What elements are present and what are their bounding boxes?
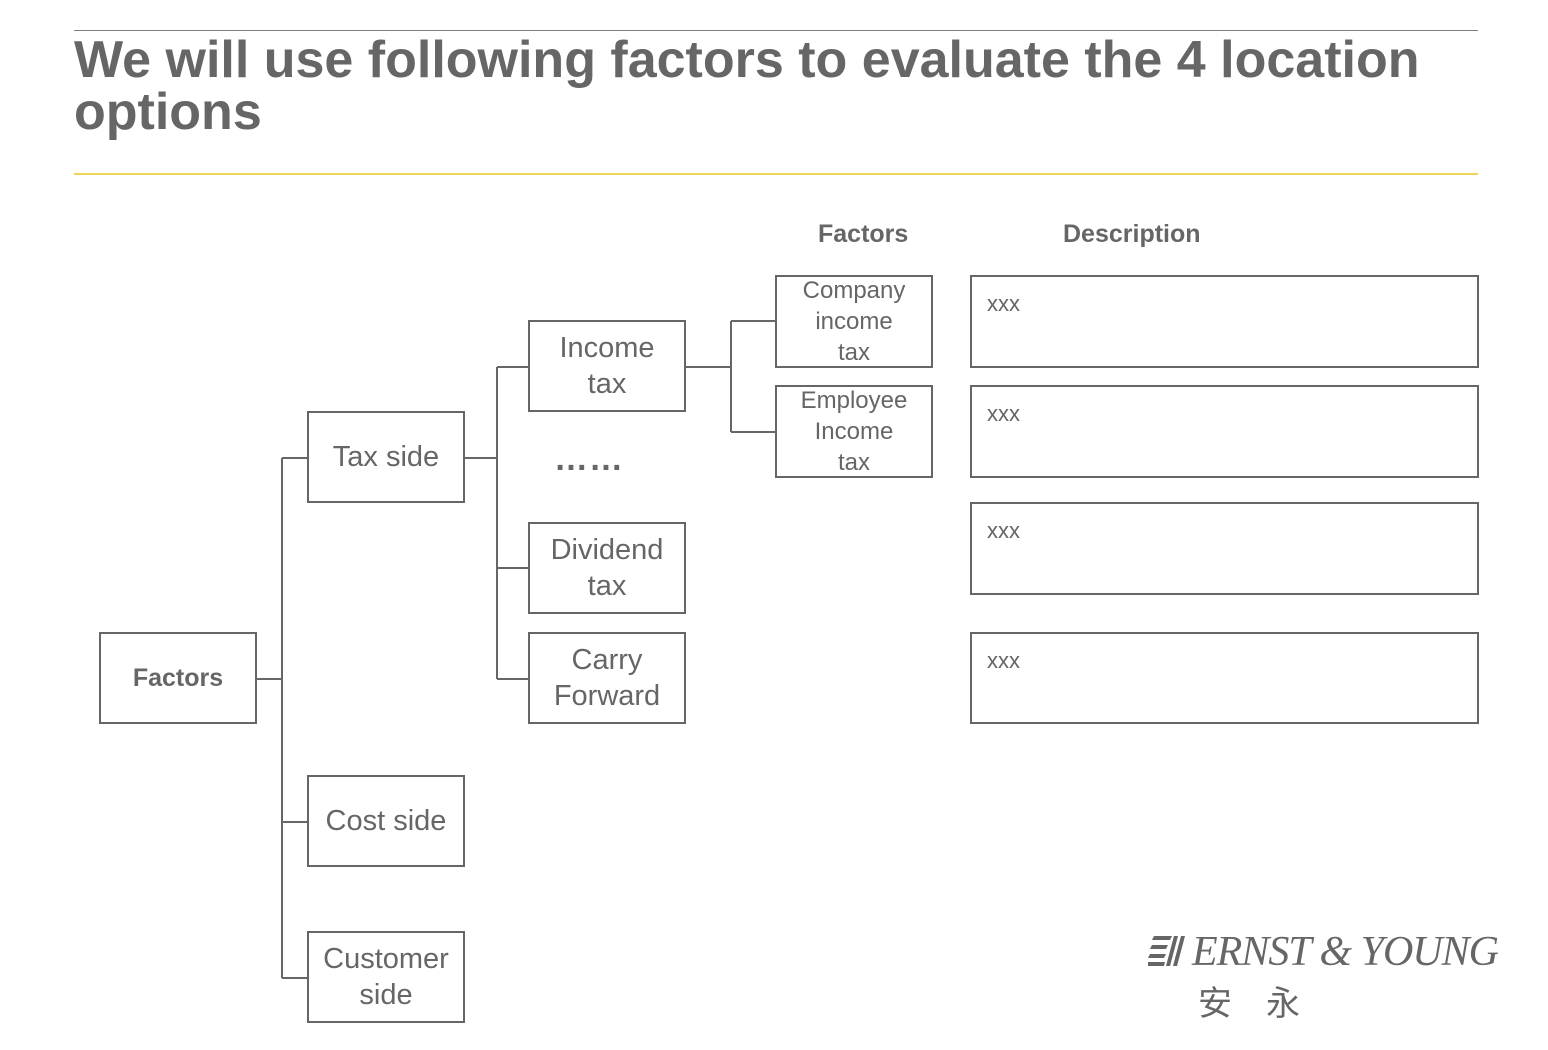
- node-company-income-tax-label: Company income tax: [802, 277, 906, 366]
- logo-chinese-wordmark: 安永: [1198, 984, 1334, 1024]
- node-carry-forward-label: Carry Forward: [553, 644, 661, 712]
- node-income-tax: Income tax: [528, 320, 686, 412]
- tree-root-label: Factors: [132, 663, 224, 692]
- description-box-4: xxx: [970, 632, 1479, 724]
- node-employee-income-tax: Employee Income tax: [775, 385, 933, 478]
- factors-column-header: Factors: [818, 220, 909, 248]
- node-dividend-tax-label: Dividend tax: [550, 534, 664, 602]
- description-column-header: Description: [1063, 220, 1201, 248]
- node-employee-income-tax-label: Employee Income tax: [800, 387, 908, 476]
- node-customer-side-label: Customer side: [323, 943, 449, 1011]
- logo-wordmark: ERNST & YOUNG: [1192, 929, 1499, 975]
- node-income-tax-label: Income tax: [559, 332, 655, 400]
- node-customer-side: Customer side: [307, 931, 465, 1023]
- node-company-income-tax: Company income tax: [775, 275, 933, 368]
- more-items-ellipsis: ……: [554, 440, 624, 478]
- ernst-young-logo: ERNST & YOUNG 安永: [1148, 928, 1499, 1024]
- node-dividend-tax: Dividend tax: [528, 522, 686, 614]
- node-tax-side: Tax side: [307, 411, 465, 503]
- description-box-1: xxx: [970, 275, 1479, 368]
- top-rule: [74, 30, 1478, 31]
- slide-title: We will use following factors to evaluat…: [74, 31, 1420, 141]
- description-box-3: xxx: [970, 502, 1479, 595]
- node-cost-side: Cost side: [307, 775, 465, 867]
- description-box-2: xxx: [970, 385, 1479, 478]
- node-cost-side-label: Cost side: [325, 805, 447, 837]
- title-underline: [74, 173, 1478, 175]
- node-carry-forward: Carry Forward: [528, 632, 686, 724]
- tree-root-factors: Factors: [99, 632, 257, 724]
- node-tax-side-label: Tax side: [332, 441, 440, 473]
- ey-mark-icon: [1148, 936, 1185, 966]
